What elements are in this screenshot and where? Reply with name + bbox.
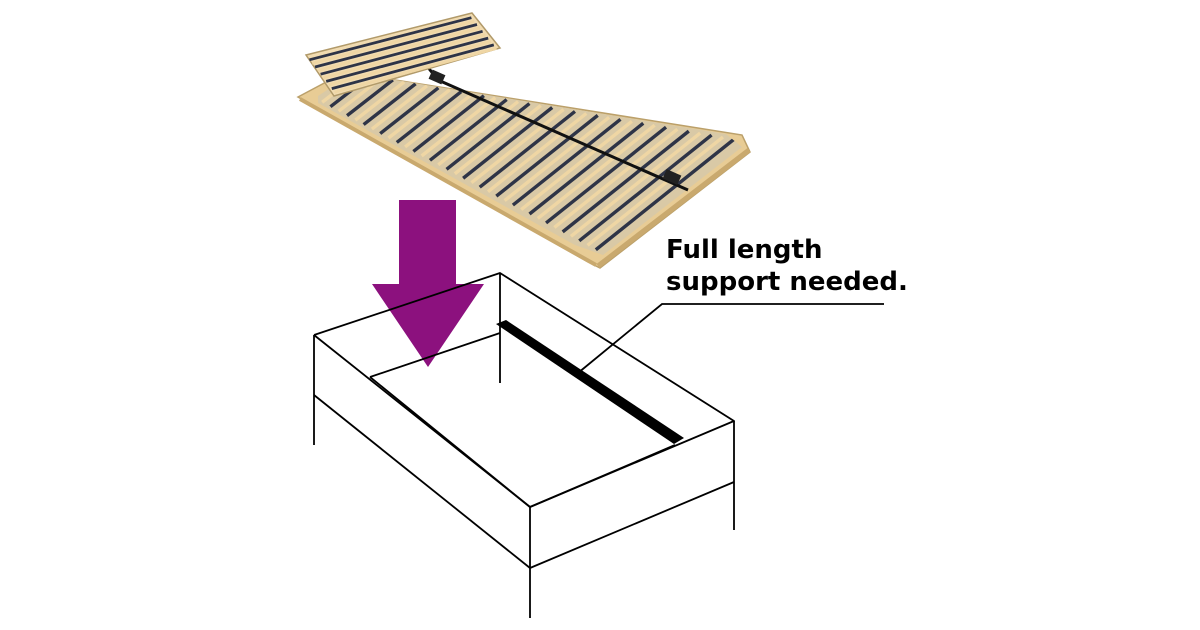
bed-slat xyxy=(536,123,656,220)
head-slat xyxy=(309,16,472,62)
bed-slat xyxy=(370,84,429,131)
bed-slat xyxy=(354,80,406,122)
bed-slat xyxy=(404,92,474,149)
bed-slat xyxy=(503,116,611,202)
bed-slat xyxy=(495,114,599,198)
frame-inner-edge xyxy=(369,376,531,508)
bed-slat xyxy=(453,104,542,176)
bed-slat xyxy=(486,112,588,193)
bed-slat xyxy=(520,119,633,211)
head-slat xyxy=(317,26,481,72)
bed-slat xyxy=(379,86,440,135)
bed-slat xyxy=(578,133,713,243)
callout-text-line-1: Full length xyxy=(666,235,823,265)
bed-slat xyxy=(528,121,645,216)
head-slat xyxy=(325,36,489,83)
bed-base-deck xyxy=(318,73,742,255)
bed-slat xyxy=(553,127,679,229)
frame-top-rim xyxy=(313,272,735,508)
bed-slat xyxy=(545,125,668,225)
bed-slat xyxy=(569,131,702,238)
frame-edge xyxy=(529,481,735,569)
bed-slat xyxy=(511,117,622,207)
slatted-bed-base-image xyxy=(296,12,751,269)
bed-slat xyxy=(345,78,394,117)
bed-base-strap xyxy=(437,78,689,192)
frame-edge xyxy=(313,394,531,569)
bed-slat xyxy=(462,106,554,180)
bed-slat xyxy=(586,135,724,247)
bed-slat xyxy=(594,137,736,252)
down-arrow-icon xyxy=(372,200,484,367)
callout-text-line-2: support needed. xyxy=(666,267,908,297)
bed-slat xyxy=(428,98,508,162)
bed-slat xyxy=(362,82,417,126)
head-slat xyxy=(320,29,483,76)
head-slat xyxy=(334,46,497,94)
head-slat xyxy=(323,33,486,80)
head-slat xyxy=(331,43,495,90)
bed-slat xyxy=(478,110,577,189)
head-slat xyxy=(311,19,475,65)
bed-base-strap-clip xyxy=(662,169,682,185)
frame-inner-edge xyxy=(369,332,501,378)
bed-slat xyxy=(420,96,497,158)
bed-base-strap-clip xyxy=(428,69,446,85)
bed-slat xyxy=(395,90,463,144)
center-support-beam xyxy=(496,320,684,444)
frame-inner-edge xyxy=(529,444,676,508)
head-section-slats xyxy=(309,16,497,94)
bed-slat xyxy=(470,108,565,185)
bed-slat xyxy=(561,129,690,234)
bed-base-side-rail xyxy=(596,148,751,268)
head-slat xyxy=(314,23,478,69)
bed-slat xyxy=(387,88,451,140)
bed-slat xyxy=(412,94,485,153)
bed-slat xyxy=(437,100,520,167)
bed-base-side-rail xyxy=(299,97,597,267)
callout-leader-line xyxy=(577,303,884,374)
head-slat xyxy=(328,40,492,87)
bed-frame-drawing xyxy=(313,272,735,618)
